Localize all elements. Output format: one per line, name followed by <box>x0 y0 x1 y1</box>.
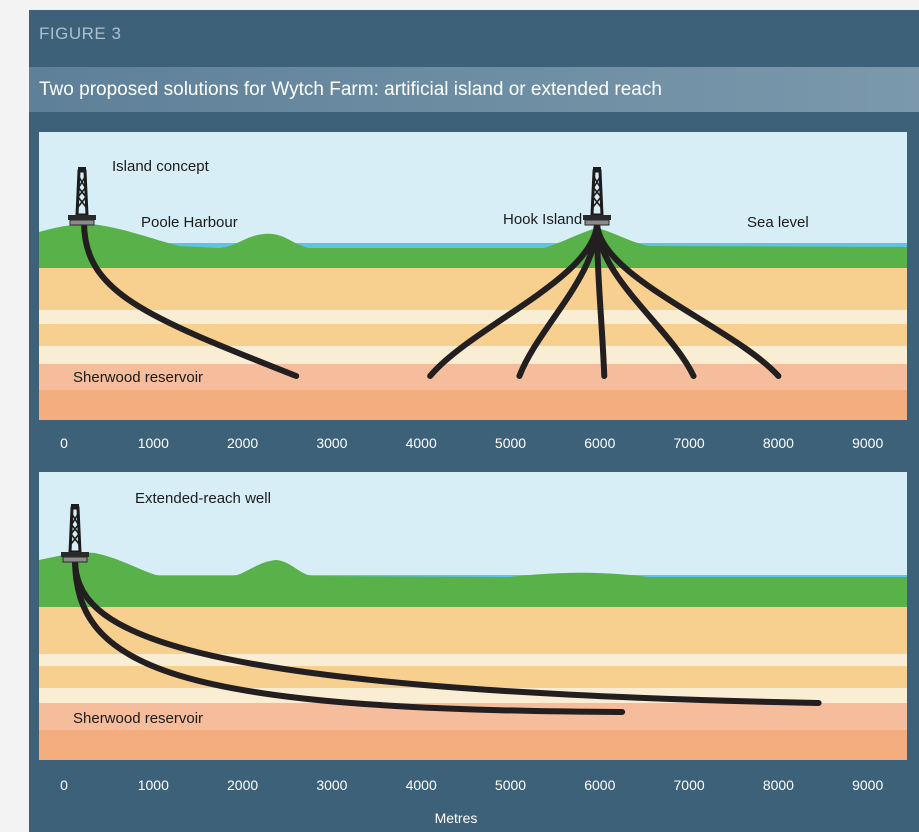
hook-island-label: Hook Island <box>503 211 582 228</box>
rock-band <box>39 346 907 364</box>
well-path <box>72 556 822 706</box>
extended-reach-panel: Extended-reach well Sherwood reservoir <box>39 472 907 760</box>
axis-tick-label: 2000 <box>227 435 258 451</box>
axis-tick-label: 5000 <box>495 435 526 451</box>
extended-reach-label: Extended-reach well <box>135 490 271 507</box>
deep-layer <box>39 390 907 420</box>
diagram: Island concept Poole Harbour Hook Island… <box>39 132 907 826</box>
axis-tick-label: 4000 <box>406 435 437 451</box>
axis-tick-label: 1000 <box>138 777 169 793</box>
axis-tick-label: 9000 <box>852 777 883 793</box>
reservoir-label: Sherwood reservoir <box>73 710 203 727</box>
axis-tick-label: 2000 <box>227 777 258 793</box>
rock-band <box>39 666 907 688</box>
axis-tick-label: 9000 <box>852 435 883 451</box>
axis-tick-label: 0 <box>60 777 68 793</box>
axis-tick-label: 8000 <box>763 435 794 451</box>
sea-level-label: Sea level <box>747 214 809 231</box>
figure: FIGURE 3 Two proposed solutions for Wytc… <box>29 10 919 832</box>
axis-tick-label: 1000 <box>138 435 169 451</box>
axis-tick-label: 6000 <box>584 435 615 451</box>
reservoir-label: Sherwood reservoir <box>73 369 203 386</box>
deep-layer <box>39 730 907 760</box>
axis-tick-label: 8000 <box>763 777 794 793</box>
axis-tick-label: 6000 <box>584 777 615 793</box>
figure-title: Two proposed solutions for Wytch Farm: a… <box>39 79 662 100</box>
island-concept-label: Island concept <box>112 158 210 175</box>
island-wells <box>81 219 782 379</box>
axis-tick-label: 5000 <box>495 777 526 793</box>
rock-band <box>39 654 907 666</box>
rock-band <box>39 268 907 310</box>
land <box>39 223 907 270</box>
poole-harbour-label: Poole Harbour <box>141 214 238 231</box>
figure-label: FIGURE 3 <box>39 24 122 43</box>
well-path <box>594 219 782 379</box>
extended-reach-wells <box>72 556 822 715</box>
reservoir-layer <box>39 364 907 390</box>
distance-axis: 0 1000 2000 3000 4000 5000 6000 7000 800… <box>60 435 883 451</box>
axis-tick-label: 7000 <box>674 435 705 451</box>
axis-tick-label: 3000 <box>316 435 347 451</box>
axis-tick-label: 7000 <box>674 777 705 793</box>
land <box>39 552 907 610</box>
distance-axis: 0 1000 2000 3000 4000 5000 6000 7000 800… <box>60 777 883 793</box>
axis-title: Metres <box>435 810 478 826</box>
well-path <box>72 556 626 715</box>
island-panel: Island concept Poole Harbour Hook Island… <box>39 132 907 420</box>
axis-tick-label: 0 <box>60 435 68 451</box>
axis-tick-label: 3000 <box>316 777 347 793</box>
well-path <box>81 219 300 379</box>
axis-tick-label: 4000 <box>406 777 437 793</box>
rock-band <box>39 324 907 346</box>
title-bar: Two proposed solutions for Wytch Farm: a… <box>29 67 919 112</box>
